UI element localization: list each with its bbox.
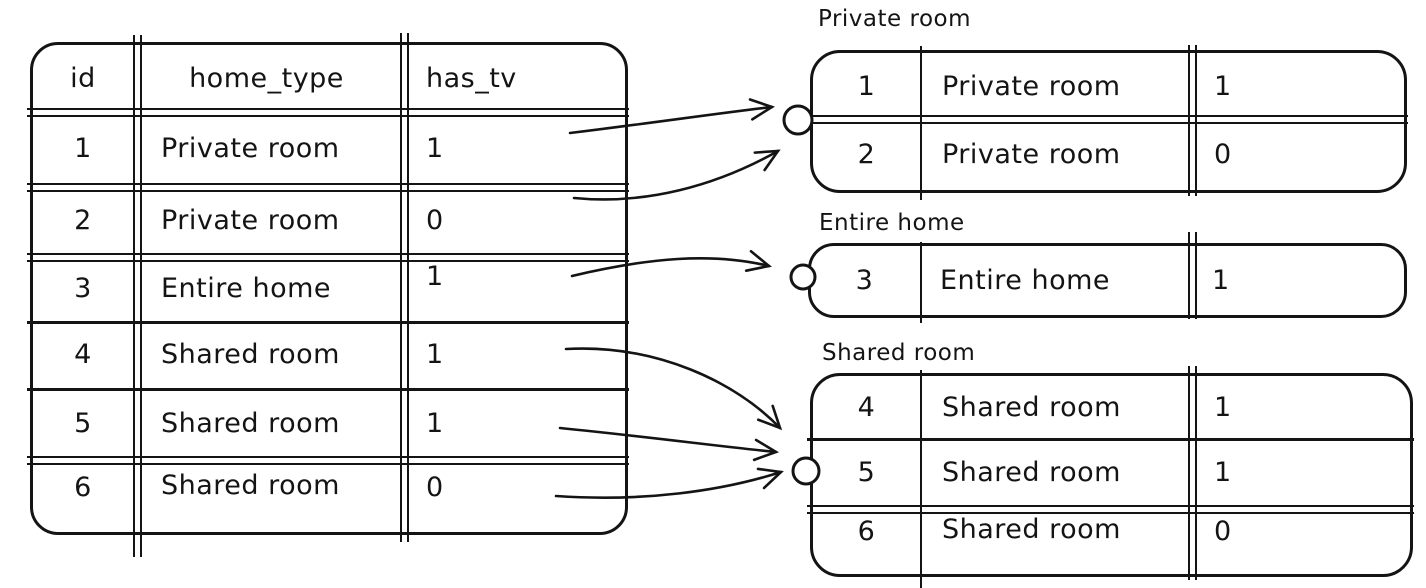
cell-home-type: Shared room (161, 470, 340, 501)
column-divider (920, 370, 922, 588)
row-divider (807, 438, 1414, 441)
cell-has-tv: 0 (1214, 516, 1232, 547)
group-table-shared-room: 4 Shared room 1 5 Shared room 1 6 Shared… (807, 366, 1414, 588)
row-divider (807, 115, 1408, 124)
cell-id: 2 (857, 139, 876, 170)
cell-id: 5 (857, 457, 876, 488)
cell-has-tv: 0 (426, 472, 444, 503)
cell-has-tv: 1 (1214, 70, 1232, 102)
cell-id: 2 (74, 204, 92, 236)
cell-id: 6 (74, 472, 92, 503)
cell-id: 3 (855, 265, 874, 296)
cell-home-type: Shared room (161, 407, 340, 439)
group-label-private-room: Private room (818, 6, 971, 32)
cell-id: 4 (74, 339, 92, 370)
cell-has-tv: 1 (426, 407, 444, 439)
row-divider (27, 183, 629, 192)
cell-has-tv: 1 (1214, 457, 1232, 488)
cell-home-type: Private room (161, 204, 340, 236)
cell-has-tv: 1 (1214, 392, 1232, 423)
cell-home-type: Shared room (161, 339, 340, 370)
cell-id: 3 (74, 272, 92, 304)
column-divider (400, 33, 409, 542)
cell-home-type: Shared room (942, 457, 1121, 488)
row-divider (27, 321, 629, 324)
column-divider (1188, 366, 1197, 580)
group-table-entire-home: 3 Entire home 1 (808, 232, 1407, 323)
cell-id: 4 (857, 392, 876, 423)
cell-has-tv: 1 (426, 339, 444, 370)
column-divider (1188, 232, 1197, 319)
cell-home-type: Shared room (942, 514, 1121, 545)
column-header-id: id (70, 62, 96, 94)
row-divider (807, 505, 1414, 514)
cell-id: 6 (857, 516, 876, 547)
cell-has-tv: 1 (1212, 265, 1230, 296)
row-divider (27, 253, 629, 262)
source-table: id home_type has_tv 1 Private room 1 2 P… (27, 33, 629, 557)
cell-home-type: Entire home (940, 265, 1111, 296)
column-divider (920, 242, 922, 323)
group-label-shared-room: Shared room (822, 340, 976, 366)
column-header-has-tv: has_tv (426, 62, 517, 94)
column-divider (1188, 45, 1197, 196)
cell-home-type: Private room (942, 139, 1121, 170)
cell-id: 5 (74, 407, 92, 439)
cell-id: 1 (74, 132, 92, 164)
group-table-private-room: 1 Private room 1 2 Private room 0 (807, 45, 1408, 200)
header-divider (27, 108, 629, 117)
group-label-entire-home: Entire home (819, 210, 965, 236)
cell-home-type: Shared room (942, 392, 1121, 423)
cell-has-tv: 1 (426, 261, 444, 292)
cell-home-type: Private room (942, 70, 1121, 102)
row-divider (27, 388, 629, 391)
cell-has-tv: 1 (426, 132, 444, 164)
cell-has-tv: 0 (1214, 139, 1232, 170)
column-header-home-type: home_type (189, 62, 344, 94)
cell-home-type: Private room (161, 132, 340, 164)
cell-home-type: Entire home (161, 272, 332, 304)
cell-has-tv: 0 (426, 204, 444, 236)
column-divider (133, 35, 142, 557)
row-divider (27, 456, 629, 465)
cell-id: 1 (857, 70, 876, 102)
